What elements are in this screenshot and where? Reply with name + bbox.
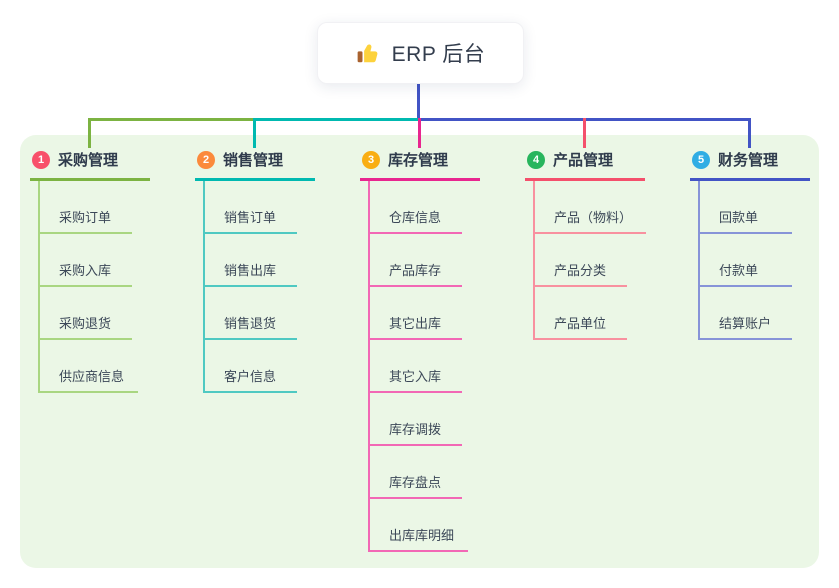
child-node[interactable]: 产品库存 [370,234,462,287]
branch-header-4[interactable]: 4 产品管理 [525,145,645,181]
branch-number-badge: 1 [32,150,50,169]
child-node-label: 其它出库 [389,316,442,331]
branch-label: 销售管理 [223,152,284,169]
branch-5: 5 财务管理回款单付款单结算账户 [690,145,810,340]
child-node[interactable]: 产品（物料） [535,181,647,234]
child-node-label: 产品单位 [554,316,607,331]
branch-1: 1 采购管理采购订单采购入库采购退货供应商信息 [30,145,150,393]
child-node-label: 回款单 [719,210,759,225]
root-node-label: ERP 后台 [391,43,486,66]
branch-drop-line-2 [253,118,256,148]
branch-children-3: 仓库信息产品库存其它出库其它入库库存调拨库存盘点出库库明细 [368,181,480,552]
branch-drop-line-5 [748,118,751,148]
branch-header-3[interactable]: 3 库存管理 [360,145,480,181]
child-node[interactable]: 采购订单 [40,181,132,234]
child-node[interactable]: 库存盘点 [370,446,462,499]
child-node-label: 出库库明细 [389,528,455,543]
child-node-label: 销售出库 [224,263,277,278]
child-node[interactable]: 其它出库 [370,287,462,340]
branch-3: 3 库存管理仓库信息产品库存其它出库其它入库库存调拨库存盘点出库库明细 [360,145,480,552]
child-node[interactable]: 仓库信息 [370,181,462,234]
branch-2: 2 销售管理销售订单销售出库销售退货客户信息 [195,145,315,393]
child-node-label: 产品库存 [389,263,442,278]
branch-number-badge: 3 [362,150,380,169]
child-node[interactable]: 回款单 [700,181,792,234]
branch-children-4: 产品（物料） 产品分类产品单位 [533,181,647,340]
branch-4: 4 产品管理产品（物料） 产品分类产品单位 [525,145,647,340]
branch-header-1[interactable]: 1 采购管理 [30,145,150,181]
branch-header-2[interactable]: 2 销售管理 [195,145,315,181]
branch-label: 产品管理 [553,152,614,169]
branch-label: 财务管理 [718,152,779,169]
child-node[interactable]: 出库库明细 [370,499,469,552]
child-node-label: 采购订单 [59,210,112,225]
child-node[interactable]: 采购入库 [40,234,132,287]
child-node-label: 供应商信息 [59,369,125,384]
child-node-label: 产品（物料） [554,210,633,225]
child-node-label: 仓库信息 [389,210,442,225]
branch-drop-line-3 [418,118,421,148]
bus-segment-2 [253,118,418,121]
child-node[interactable]: 销售订单 [205,181,297,234]
child-node[interactable]: 库存调拨 [370,393,462,446]
child-node[interactable]: 采购退货 [40,287,132,340]
child-node-label: 销售退货 [224,316,277,331]
child-node[interactable]: 产品分类 [535,234,627,287]
child-node-label: 其它入库 [389,369,442,384]
branch-drop-line-1 [88,118,91,148]
child-node[interactable]: 付款单 [700,234,792,287]
branch-children-5: 回款单付款单结算账户 [698,181,810,340]
child-node[interactable]: 产品单位 [535,287,627,340]
child-node-label: 库存盘点 [389,475,442,490]
child-node[interactable]: 客户信息 [205,340,297,393]
child-node-label: 库存调拨 [389,422,442,437]
branch-children-1: 采购订单采购入库采购退货供应商信息 [38,181,150,393]
bus-segment-1 [88,118,253,121]
child-node-label: 采购入库 [59,263,112,278]
branch-label: 采购管理 [58,152,119,169]
child-node-label: 销售订单 [224,210,277,225]
branch-number-badge: 2 [197,150,215,169]
branches-panel: 1 采购管理采购订单采购入库采购退货供应商信息 2 销售管理销售订单销售出库销售退货客… [20,135,819,568]
child-node[interactable]: 销售出库 [205,234,297,287]
thumbs-up-icon [356,40,382,66]
child-node-label: 采购退货 [59,316,112,331]
child-node[interactable]: 其它入库 [370,340,462,393]
child-node-label: 产品分类 [554,263,607,278]
child-node-label: 付款单 [719,263,759,278]
child-node-label: 客户信息 [224,369,277,384]
root-connector-line [417,82,420,121]
child-node[interactable]: 供应商信息 [40,340,139,393]
root-node[interactable]: ERP 后台 [317,22,524,84]
branch-label: 库存管理 [388,152,449,169]
branch-number-badge: 5 [692,150,710,169]
branch-children-2: 销售订单销售出库销售退货客户信息 [203,181,315,393]
branch-header-5[interactable]: 5 财务管理 [690,145,810,181]
branch-number-badge: 4 [527,150,545,169]
child-node[interactable]: 销售退货 [205,287,297,340]
child-node-label: 结算账户 [719,316,772,331]
branch-drop-line-4 [583,118,586,148]
child-node[interactable]: 结算账户 [700,287,792,340]
